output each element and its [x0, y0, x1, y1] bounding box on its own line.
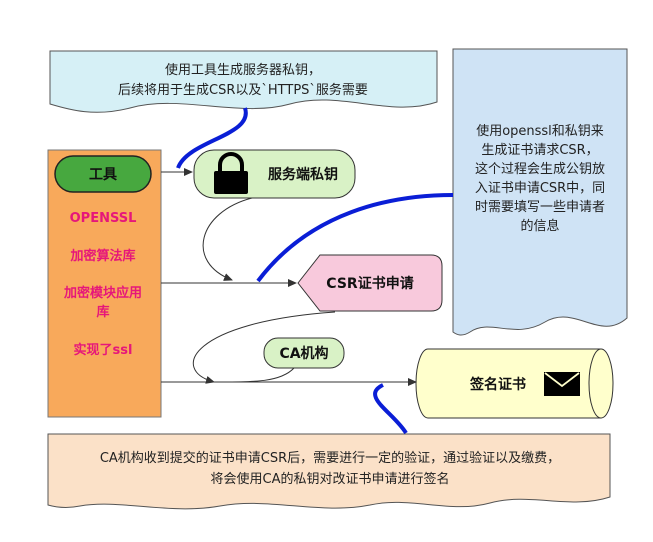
top-note-shape: [49, 50, 438, 113]
csr-node[interactable]: [297, 254, 443, 312]
right-note-line-2: 生成证书请求CSR，: [481, 143, 598, 158]
blue-callout-bottom: [373, 383, 408, 435]
curve-csr-to-sign: [192, 311, 336, 384]
right-note-line-6: 的信息: [520, 218, 559, 234]
lock-icon: [214, 152, 248, 194]
bottom-note-line2: 将会使用CA的私钥对改证书申请进行签名: [211, 471, 450, 487]
top-note-line1: 使用工具生成服务器私钥，: [165, 62, 321, 78]
curve-key-to-csr: [202, 197, 253, 281]
envelope-icon: [544, 372, 580, 396]
bottom-note-line1: CA机构收到提交的证书申请CSR后，需要进行一定的验证，通过验证以及缴费，: [100, 450, 560, 466]
sign-label: 签名证书: [469, 376, 526, 393]
blue-callout-top: [176, 107, 248, 169]
ca-node[interactable]: [263, 337, 345, 369]
tool-box: [47, 149, 162, 418]
csr-label: CSR证书申请: [326, 275, 413, 292]
right-note-line-5: 时需要填写一些申请者: [475, 200, 605, 215]
private-key-label: 服务端私钥: [268, 166, 338, 183]
right-note-line-4: 入证书申请CSR中，同: [475, 181, 605, 196]
blue-callout-right: [256, 193, 454, 283]
tool-item-crypto-module: 加密模块应用: [63, 285, 142, 301]
tool-pill-label: 工具: [89, 167, 117, 183]
right-note-shape: [452, 48, 628, 336]
tool-item-crypto-lib: 加密算法库: [69, 248, 135, 264]
ca-label: CA机构: [279, 345, 328, 362]
sign-node[interactable]: [415, 348, 614, 419]
top-note-line2: 后续将用于生成CSR以及`HTTPS`服务需要: [118, 82, 368, 98]
tool-item-openssl: OPENSSL: [70, 211, 137, 226]
right-note-line-1: 使用openssl和私钥来: [476, 123, 604, 139]
tool-item-ssl: 实现了ssl: [74, 342, 133, 358]
bottom-note-shape: [47, 433, 611, 510]
right-note-line-3: 这个过程会生成公钥放: [475, 161, 605, 177]
tool-pill[interactable]: [54, 155, 152, 193]
curve-ca-to-sign: [213, 367, 295, 383]
tool-item-crypto-module-cont: 库: [96, 304, 109, 320]
